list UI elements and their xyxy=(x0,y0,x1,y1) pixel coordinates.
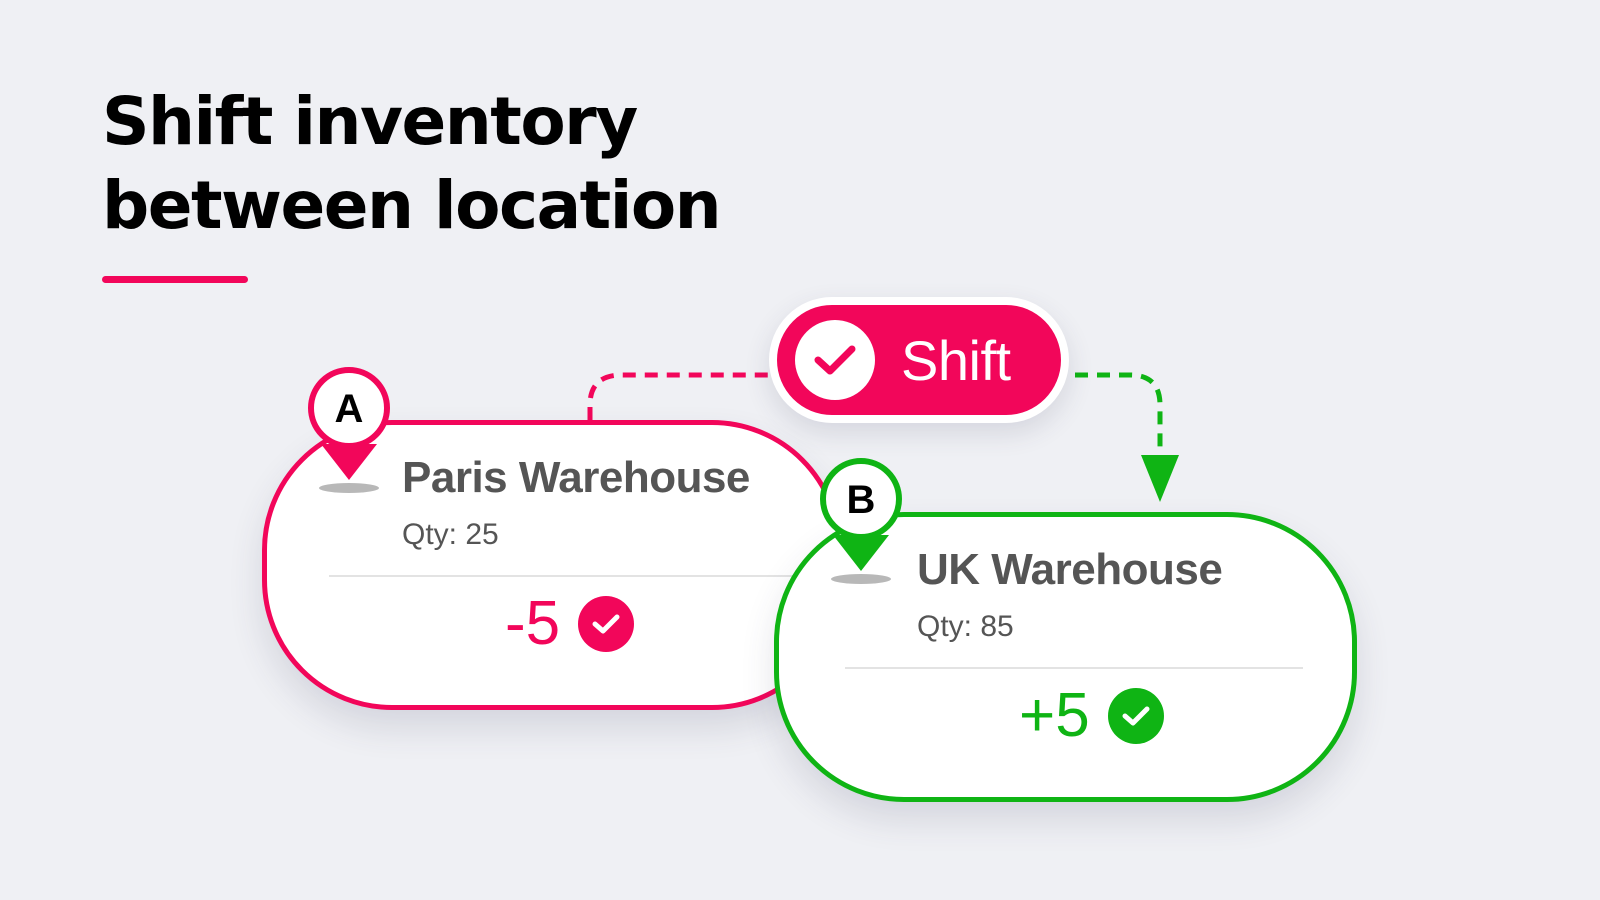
check-circle-icon xyxy=(578,596,635,652)
check-circle-icon xyxy=(795,320,875,400)
location-name: Paris Warehouse xyxy=(402,453,750,502)
headline-line-1: Shift inventory xyxy=(102,83,638,160)
location-qty: Qty: 25 xyxy=(402,518,499,551)
map-pin-b-icon: B xyxy=(815,457,907,587)
pin-letter: B xyxy=(846,477,876,522)
delta-value: +5 xyxy=(1019,681,1090,750)
headline: Shift inventory between location xyxy=(102,80,722,248)
shift-label: Shift xyxy=(901,328,1011,392)
target-dashed-line xyxy=(1075,372,1163,460)
check-circle-icon xyxy=(1107,688,1164,744)
pin-letter: A xyxy=(334,386,364,431)
delta-value: -5 xyxy=(505,589,561,658)
quantity-delta: +5 xyxy=(1019,685,1164,747)
location-card-paris[interactable]: Paris Warehouse Qty: 25 -5 xyxy=(262,420,842,710)
headline-line-2: between location xyxy=(102,167,722,244)
source-dashed-line xyxy=(587,372,785,420)
map-pin-a-icon: A xyxy=(303,366,395,496)
quantity-delta: -5 xyxy=(505,589,635,658)
card-divider xyxy=(845,667,1303,669)
accent-underline xyxy=(102,276,248,283)
shift-button-body[interactable]: Shift xyxy=(777,305,1061,415)
card-divider xyxy=(329,575,799,577)
location-qty: Qty: 85 xyxy=(917,610,1014,643)
shift-button[interactable]: Shift xyxy=(769,297,1069,423)
location-name: UK Warehouse xyxy=(917,545,1223,594)
arrow-down-icon xyxy=(1141,455,1179,502)
location-card-uk[interactable]: UK Warehouse Qty: 85 +5 xyxy=(774,512,1357,802)
